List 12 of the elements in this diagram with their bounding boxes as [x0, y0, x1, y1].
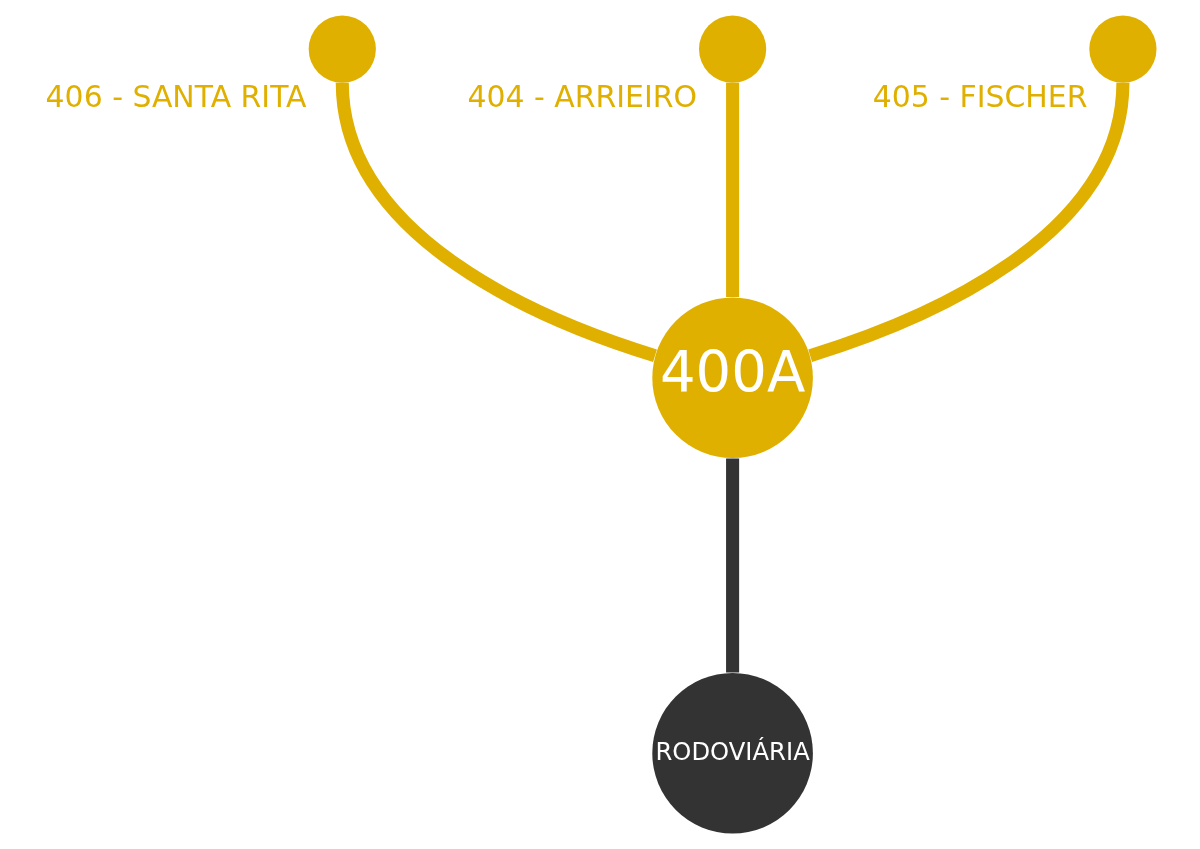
node-label: 406 - SANTA RITA: [45, 78, 307, 114]
node-label: 404 - ARRIEIRO: [467, 78, 698, 114]
node-circle: [1089, 15, 1157, 83]
connector: [726, 458, 740, 673]
connector: [335, 82, 658, 362]
connector: [808, 82, 1130, 362]
node-circle: [699, 15, 767, 83]
node-label: 405 - FISCHER: [872, 78, 1088, 114]
node-circle: 400A: [652, 297, 813, 459]
node-circle: RODOVIÁRIA: [652, 672, 813, 834]
connector: [726, 82, 740, 297]
node-circle: [308, 15, 376, 83]
